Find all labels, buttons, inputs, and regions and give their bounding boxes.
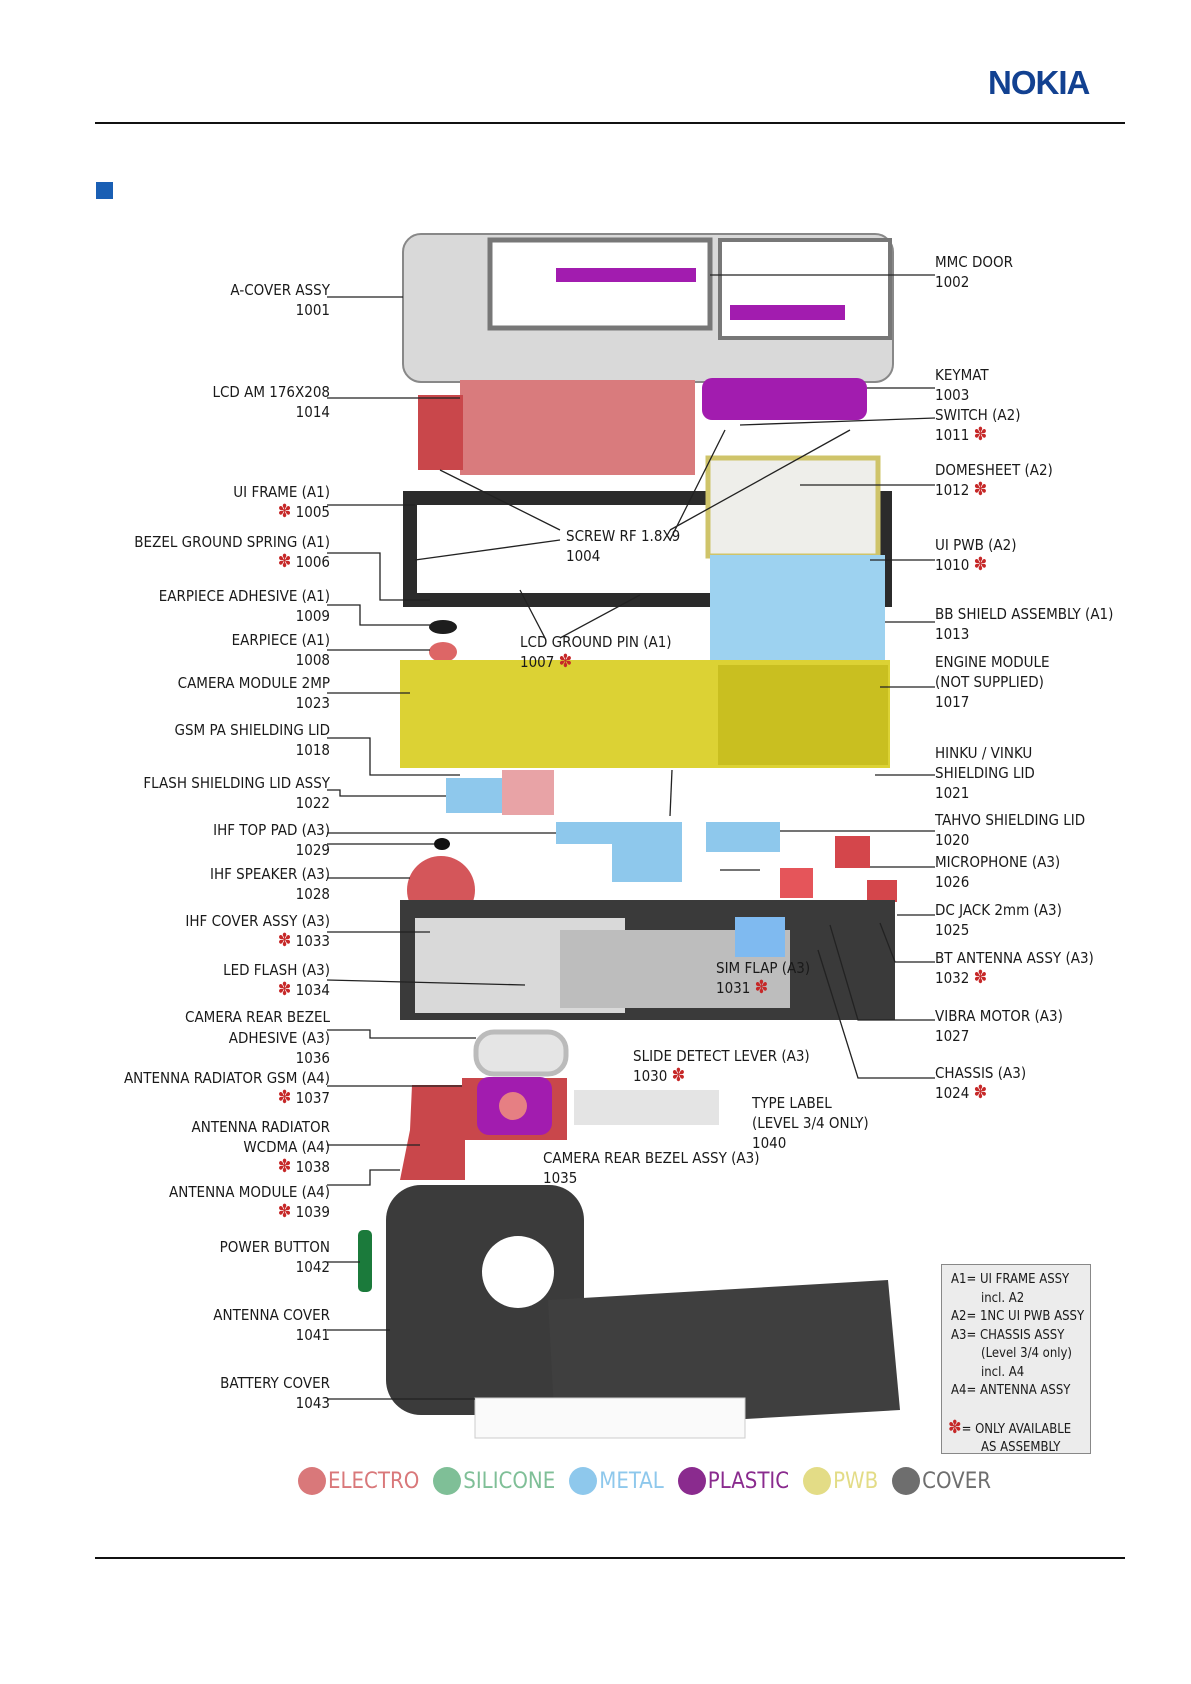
- label-vibra-motor: VIBRA MOTOR (A3)1027: [935, 1007, 1063, 1045]
- chassis-part: [400, 900, 895, 1020]
- material-pwb: PWB: [803, 1467, 878, 1495]
- label-camera-rear-bezel-assy: CAMERA REAR BEZEL ASSY (A3)1035: [543, 1149, 760, 1187]
- bb-shield-part: [710, 555, 885, 665]
- label-antenna-module: ANTENNA MODULE (A4)✽ 1039: [169, 1183, 330, 1222]
- asterisk-icon: ✽: [277, 501, 292, 522]
- asterisk-icon: ✽: [973, 424, 988, 445]
- label-earpiece: EARPIECE (A1)1008: [231, 631, 330, 669]
- camera-bezel-parts: [462, 1029, 719, 1140]
- label-slide-detect-lever: SLIDE DETECT LEVER (A3)1030 ✽: [633, 1047, 810, 1086]
- asterisk-icon: ✽: [973, 1082, 988, 1103]
- asterisk-icon: ✽: [973, 554, 988, 575]
- electro-small-parts: [780, 836, 897, 902]
- shielding-lids-part: [446, 770, 780, 882]
- asterisk-icon: ✽: [671, 1065, 686, 1086]
- antenna-parts: [400, 1085, 465, 1180]
- asterisk-icon: ✽: [277, 1201, 292, 1222]
- lcd-part: [418, 380, 695, 475]
- label-led-flash: LED FLASH (A3)✽ 1034: [223, 961, 330, 1000]
- label-ui-frame: UI FRAME (A1)✽ 1005: [233, 483, 330, 522]
- engine-pwb-part: [400, 660, 890, 768]
- label-antenna-radiator-wcdma: ANTENNA RADIATOR WCDMA (A4)✽ 1038: [191, 1118, 330, 1177]
- label-bb-shield: BB SHIELD ASSEMBLY (A1)1013: [935, 605, 1114, 643]
- asterisk-icon: ✽: [973, 967, 988, 988]
- antenna-cover-part: [386, 1185, 584, 1415]
- label-bt-antenna: BT ANTENNA ASSY (A3)1032 ✽: [935, 949, 1094, 988]
- label-ihf-cover: IHF COVER ASSY (A3)✽ 1033: [185, 912, 330, 951]
- asterisk-icon: ✽: [948, 1416, 962, 1438]
- label-microphone: MICROPHONE (A3)1026: [935, 853, 1061, 891]
- assembly-legend: A1= UI FRAME ASSY incl. A2 A2= 1NC UI PW…: [941, 1264, 1091, 1455]
- label-domesheet: DOMESHEET (A2)1012 ✽: [935, 461, 1053, 500]
- label-antenna-radiator-gsm: ANTENNA RADIATOR GSM (A4)✽ 1037: [123, 1069, 330, 1108]
- label-ihf-speaker: IHF SPEAKER (A3)1028: [209, 865, 330, 903]
- material-metal: METAL: [569, 1467, 664, 1495]
- asterisk-icon: ✽: [277, 930, 292, 951]
- leader-lines: [326, 274, 936, 1400]
- battery-cover-part: [474, 1280, 900, 1439]
- ui-frame-part: [403, 491, 892, 607]
- label-ihf-top-pad: IHF TOP PAD (A3)1029: [213, 821, 330, 859]
- asterisk-icon: ✽: [277, 1156, 292, 1177]
- material-cover: COVER: [892, 1467, 991, 1495]
- camera-part: [429, 642, 457, 662]
- asterisk-icon: ✽: [277, 551, 292, 572]
- section-marker: [96, 182, 113, 199]
- label-bezel-ground-spring: BEZEL GROUND SPRING (A1)✽ 1006: [134, 533, 330, 572]
- asterisk-icon: ✽: [973, 479, 988, 500]
- header-rule: [95, 122, 1125, 124]
- label-earpiece-adhesive: EARPIECE ADHESIVE (A1)1009: [158, 587, 330, 625]
- asterisk-icon: ✽: [558, 651, 573, 672]
- label-sim-flap: SIM FLAP (A3)1031 ✽: [716, 959, 811, 998]
- label-camera-rear-bezel-adhesive: CAMERA REAR BEZEL ADHESIVE (A3)1036: [185, 1008, 330, 1067]
- label-type-label: TYPE LABEL(LEVEL 3/4 ONLY)1040: [752, 1094, 869, 1152]
- material-plastic: PLASTIC: [677, 1467, 789, 1495]
- asterisk-icon: ✽: [277, 1087, 292, 1108]
- power-button-part: [358, 1230, 372, 1292]
- material-electro: ELECTRO: [298, 1467, 419, 1495]
- label-ui-pwb: UI PWB (A2)1010 ✽: [935, 536, 1017, 575]
- footer-rule: [95, 1557, 1125, 1559]
- earpiece-part: [429, 620, 457, 634]
- label-engine-module: ENGINE MODULE(NOT SUPPLIED)1017: [935, 653, 1050, 711]
- material-silicone: SILICONE: [433, 1467, 555, 1495]
- label-dc-jack: DC JACK 2mm (A3)1025: [935, 901, 1062, 939]
- materials-legend: ELECTRO SILICONE METAL PLASTIC PWB COVER: [298, 1466, 991, 1496]
- domesheet-part: [705, 455, 881, 559]
- label-switch: SWITCH (A2)1011 ✽: [935, 406, 1021, 445]
- label-lcd-ground-pin: LCD GROUND PIN (A1)1007 ✽: [520, 633, 672, 672]
- a-cover-assy-part: [402, 233, 894, 383]
- asterisk-icon: ✽: [754, 977, 769, 998]
- label-chassis: CHASSIS (A3)1024 ✽: [935, 1064, 1027, 1103]
- asterisk-icon: ✽: [277, 979, 292, 1000]
- keymat-part: [702, 378, 867, 420]
- nokia-logo: NOKIA: [988, 64, 1090, 101]
